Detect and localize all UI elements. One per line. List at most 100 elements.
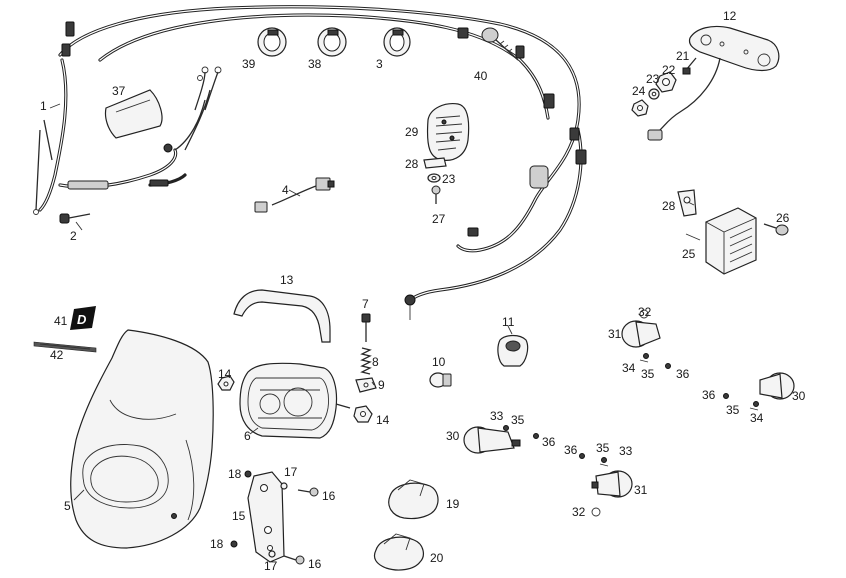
decal-letter: D: [77, 312, 87, 327]
screw-16-lower: [283, 555, 305, 565]
leader-lines: [49, 103, 701, 501]
screw-16-upper: [297, 487, 319, 497]
bracket-28-relay: [677, 189, 697, 217]
callout-1: 1: [40, 99, 47, 113]
callout-32-lower: 32: [572, 505, 586, 519]
callout-3: 3: [376, 57, 383, 71]
nut-18-lower: [230, 540, 238, 548]
callout-5: 5: [64, 499, 71, 513]
callout-12: 12: [723, 9, 737, 23]
spring-8: [360, 347, 372, 375]
screw-2: [59, 213, 91, 224]
callout-34-upper: 34: [622, 361, 636, 375]
screws-and-washers: [503, 353, 759, 517]
turn-signal-31-lower: [591, 470, 633, 498]
callout-31-lower: 31: [634, 483, 648, 497]
callout-9: 9: [378, 378, 385, 392]
callout-14-right: 14: [376, 413, 390, 427]
callout-37: 37: [112, 84, 126, 98]
callout-numbers: 1 2 37 39 38 3 40 4 29 28 23 27 12 21 22…: [40, 9, 806, 573]
tail-light-12: [647, 25, 780, 141]
washer-17-lower: [268, 550, 276, 558]
handlebar-cover-13: [233, 289, 331, 343]
main-wiring-harness: [33, 5, 587, 320]
callout-40: 40: [474, 69, 488, 83]
callout-19: 19: [446, 497, 460, 511]
bracket-15: [247, 471, 285, 563]
callout-11: 11: [502, 315, 515, 329]
callout-29: 29: [405, 125, 419, 139]
callout-21: 21: [676, 49, 690, 63]
callout-39: 39: [242, 57, 256, 71]
clip-nut-9: [355, 377, 377, 393]
callout-33-left: 33: [490, 409, 504, 423]
callout-28-upper: 28: [405, 157, 419, 171]
callout-23-upper: 23: [442, 172, 456, 186]
clip-28-upper: [423, 157, 447, 169]
callout-35-upper: 35: [641, 367, 655, 381]
callout-35-left: 35: [511, 413, 525, 427]
callout-41: 41: [54, 314, 68, 328]
screw-40: [481, 27, 519, 61]
flasher-relay-25: [705, 207, 757, 275]
callout-17-lower: 17: [264, 559, 278, 573]
callout-35-right: 35: [726, 403, 740, 417]
switch-housing-19: [388, 479, 439, 520]
nut-24: [631, 99, 649, 117]
headlight-6: [239, 362, 351, 439]
callout-18-upper: 18: [228, 467, 242, 481]
callout-18-lower: 18: [210, 537, 224, 551]
nut-22: [655, 71, 677, 93]
washer-17-upper: [280, 482, 288, 490]
callout-25: 25: [682, 247, 696, 261]
voltage-regulator-29: [426, 103, 470, 161]
turn-signal-30-right: [759, 372, 795, 400]
callout-23-lower: 23: [646, 72, 660, 86]
washer-23-upper: [427, 173, 441, 183]
front-fairing-5: [70, 329, 214, 549]
nut-18-upper: [244, 470, 252, 478]
bulb-10: [429, 372, 452, 388]
screw-27: [431, 185, 441, 204]
callout-14-left: 14: [218, 367, 232, 381]
nut-14-left: [217, 375, 235, 391]
callout-36-far: 36: [702, 388, 716, 402]
screw-7: [361, 313, 371, 342]
switch-housing-20: [373, 533, 424, 571]
callout-33-lower: 33: [619, 444, 633, 458]
callout-2: 2: [70, 229, 77, 243]
callout-16-upper: 16: [322, 489, 336, 503]
hose-clamp-3: [383, 27, 411, 57]
callout-36-lower: 36: [564, 443, 578, 457]
callout-36-left: 36: [542, 435, 556, 449]
decal-41: D: [70, 306, 96, 330]
callout-20: 20: [430, 551, 444, 565]
callout-16-lower: 16: [308, 557, 322, 571]
callout-32-upper: 32: [638, 305, 652, 319]
callout-7: 7: [362, 297, 369, 311]
adapter-cable-4: [254, 177, 335, 213]
callout-34-right: 34: [750, 411, 764, 425]
callout-17-upper: 17: [284, 465, 298, 479]
callout-10: 10: [432, 355, 446, 369]
callout-31-upper: 31: [608, 327, 622, 341]
callout-30-right: 30: [792, 389, 806, 403]
callout-4: 4: [282, 183, 289, 197]
hose-clamp-39: [257, 27, 287, 57]
callout-28-relay: 28: [662, 199, 676, 213]
callout-35-lower: 35: [596, 441, 610, 455]
callout-36-right: 36: [676, 367, 690, 381]
stripe-decal-42: [33, 341, 97, 353]
callout-6: 6: [244, 429, 251, 443]
turn-signal-30-left: [463, 426, 521, 454]
turn-signal-31-upper: [621, 309, 661, 348]
callout-8: 8: [372, 355, 379, 369]
callout-27: 27: [432, 212, 446, 226]
callout-15: 15: [232, 509, 246, 523]
callout-24: 24: [632, 84, 646, 98]
callout-22: 22: [662, 63, 676, 77]
washer-23-lower: [648, 88, 660, 100]
callout-13: 13: [280, 273, 294, 287]
rubber-boot-37: [104, 89, 163, 139]
